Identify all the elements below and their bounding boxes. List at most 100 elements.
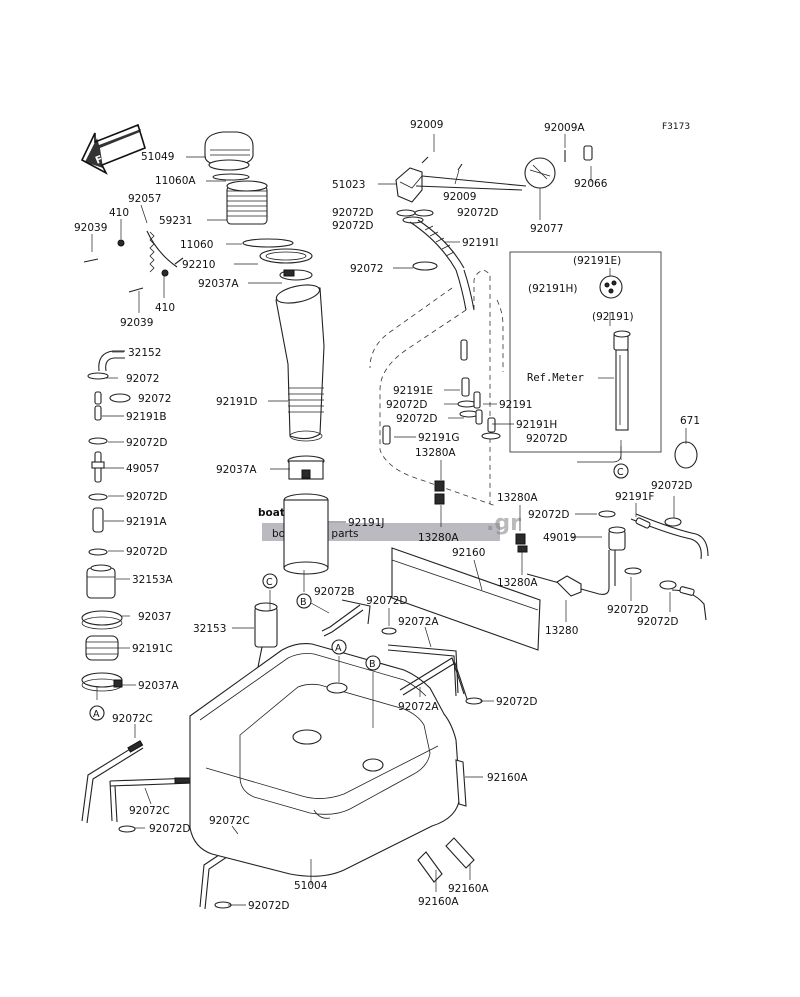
part-label: 51049 (141, 151, 174, 163)
part-label: 32153A (132, 574, 173, 586)
part-label: 92191C (132, 643, 173, 655)
part-label: 92072B (314, 586, 355, 598)
part-label: 92160A (418, 896, 459, 908)
part-label: 13280A (497, 492, 538, 504)
part-label: 92039 (120, 317, 153, 329)
part-label: 32152 (128, 347, 161, 359)
part-label: 32153 (193, 623, 226, 635)
part-label: 92072D (386, 399, 428, 411)
part-label: 11060 (180, 239, 213, 251)
sender-assembly (395, 145, 593, 311)
fuel-level-sender (509, 251, 698, 469)
ref-marker-c-top: C (262, 573, 278, 589)
svg-text:B: B (369, 659, 376, 670)
part-label: 51023 (332, 179, 365, 191)
part-label: 92072A (398, 701, 439, 713)
part-label: 92037A (138, 680, 179, 692)
part-label: 92072D (248, 900, 290, 912)
part-label: 92072C (129, 805, 170, 817)
part-label: 92191B (126, 411, 167, 423)
part-label: 92066 (574, 178, 608, 190)
part-label: 92072D (332, 207, 374, 219)
part-label: 92072C (209, 815, 250, 827)
part-label: 51004 (294, 880, 328, 892)
part-label: 92072D (396, 413, 438, 425)
strap-92072B (321, 599, 397, 637)
ref-meter-label: Ref.Meter (527, 372, 584, 384)
part-labels: 51049 11060A 92057 59231 410 92039 11060… (74, 119, 700, 912)
part-label: (92191E) (573, 255, 621, 267)
part-label: (92191H) (528, 283, 578, 295)
filler-cap-assembly (204, 131, 329, 575)
part-label: 92072D (526, 433, 568, 445)
part-label: 92072D (637, 616, 679, 628)
part-label: 92072D (607, 604, 649, 616)
part-label: 92160 (452, 547, 485, 559)
fuel-filter-assembly (526, 510, 709, 621)
ref-marker-b-top: B (296, 593, 312, 609)
part-label: 13280A (497, 577, 538, 589)
part-label: 92191G (418, 432, 460, 444)
part-label: 13280A (418, 532, 459, 544)
part-label: 92160A (448, 883, 489, 895)
part-label: 92072D (149, 823, 191, 835)
ref-marker-a-tank: A (331, 639, 347, 655)
part-label: 11060A (155, 175, 196, 187)
tether-assembly (83, 230, 184, 293)
part-label: 92191E (393, 385, 433, 397)
part-label: 410 (155, 302, 175, 314)
part-label: 92009 (410, 119, 443, 131)
part-label: 92191 (499, 399, 532, 411)
part-label: 49057 (126, 463, 159, 475)
pipe-32153 (254, 602, 278, 678)
ref-marker-c-meter: C (613, 463, 629, 479)
left-column-parts (81, 350, 131, 692)
leader-lines (91, 134, 687, 906)
svg-text:C: C (266, 577, 273, 588)
part-label: 92072D (496, 696, 538, 708)
breather-hose (369, 269, 504, 507)
part-label: 92191D (216, 396, 258, 408)
part-label: (92191) (592, 311, 634, 323)
part-label: 92072C (112, 713, 153, 725)
part-label: 92009A (544, 122, 585, 134)
part-label: 92072D (126, 437, 168, 449)
pad-92160 (391, 547, 541, 651)
part-label: 92191I (462, 237, 499, 249)
part-label: 92072D (457, 207, 499, 219)
part-label: 92072D (651, 480, 693, 492)
part-label: 92039 (74, 222, 107, 234)
part-label: 13280A (415, 447, 456, 459)
part-label: 92072D (366, 595, 408, 607)
part-label: 92072D (332, 220, 374, 232)
part-label: 59231 (159, 215, 192, 227)
part-label: 92191F (615, 491, 654, 503)
ref-marker-a-left: A (89, 705, 105, 721)
part-label: 92191J (348, 517, 385, 529)
figure-code: F3173 (662, 122, 690, 132)
reference-markers: C B A A B C (89, 463, 629, 721)
svg-text:B: B (300, 597, 307, 608)
strap-92072A (387, 644, 483, 705)
part-label: 92072A (398, 616, 439, 628)
part-label: 92072D (126, 491, 168, 503)
svg-text:C: C (617, 467, 624, 478)
ref-marker-b-tank: B (365, 655, 381, 671)
part-label: 92009 (443, 191, 476, 203)
part-label: 92191A (126, 516, 167, 528)
part-label: 92057 (128, 193, 161, 205)
part-label: 92072 (126, 373, 159, 385)
part-label: 671 (680, 415, 700, 427)
part-label: 92037A (198, 278, 239, 290)
part-label: 49019 (543, 532, 576, 544)
part-label: 92072 (138, 393, 171, 405)
part-label: 92072D (126, 546, 168, 558)
svg-text:A: A (335, 643, 342, 654)
part-label: 13280 (545, 625, 578, 637)
part-label: 92072 (350, 263, 383, 275)
svg-text:A: A (93, 709, 100, 720)
front-arrow-icon: FRONT (80, 123, 146, 175)
part-label: 92072D (528, 509, 570, 521)
center-tubes (382, 339, 528, 553)
